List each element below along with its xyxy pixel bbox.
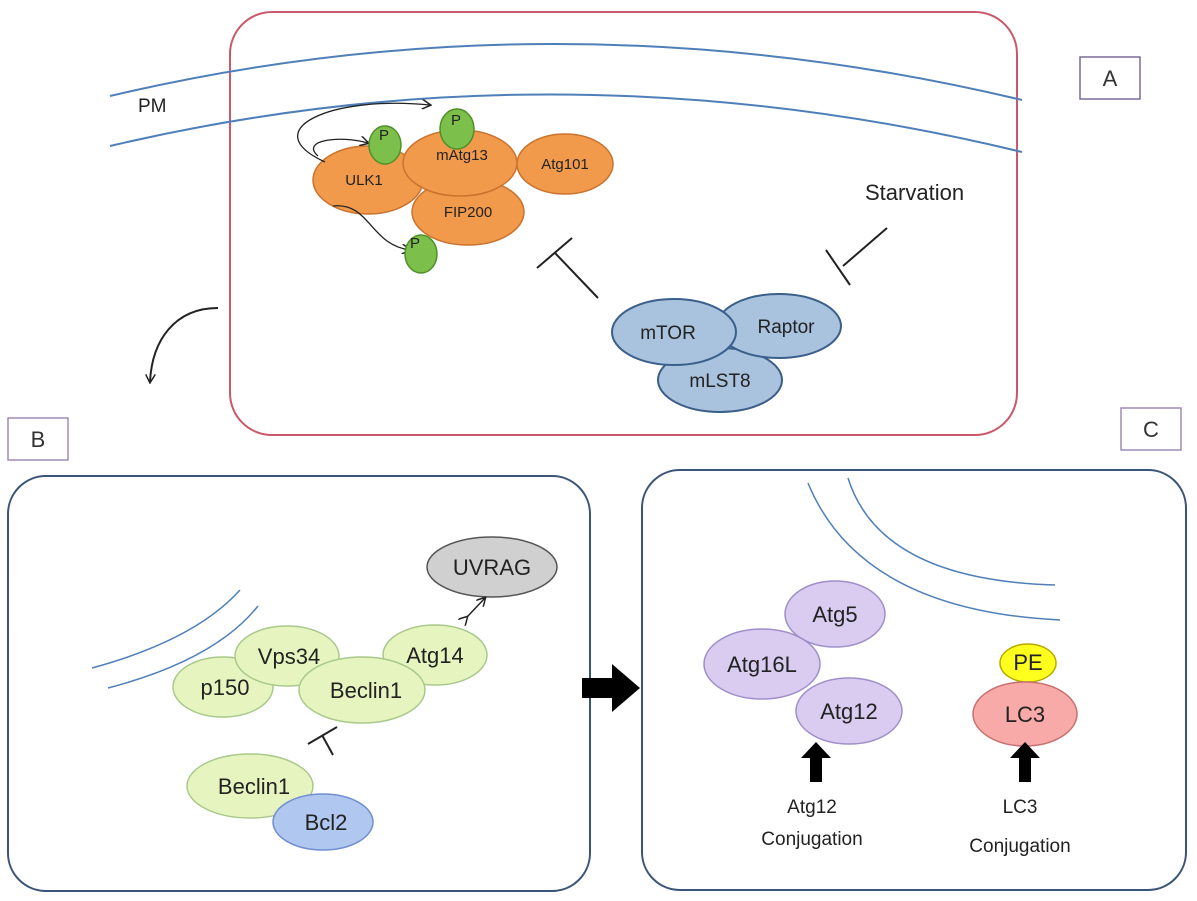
uvrag-atg14-exchange-arrow [467, 598, 485, 617]
bcl2-label: Bcl2 [305, 810, 348, 835]
panel-c-label: C [1143, 417, 1159, 442]
atg12-conjugation-caption-line1: Atg12 [787, 797, 837, 818]
uvrag-protein [426, 536, 558, 598]
panel-a-to-b-arrow [150, 307, 219, 382]
bcl2-protein [272, 793, 374, 851]
autophagosome-membrane-inner [847, 477, 1056, 586]
lc3-conjugation-arrow [1010, 742, 1040, 782]
uvrag-label: UVRAG [453, 555, 531, 580]
panel-a: PM A Atg101 FIP200 ULK1 mAtg13 P P P mLS… [109, 11, 1141, 436]
mtor-protein [611, 298, 737, 366]
phagophore-membrane-inner [107, 605, 259, 689]
raptor-label: Raptor [757, 317, 815, 338]
bcl2-inhibits-beclin1-line [321, 734, 334, 756]
panel-a-label-box [1079, 56, 1141, 100]
beclin1-bound-label: Beclin1 [218, 774, 290, 799]
panel-b-to-c-arrow [582, 664, 640, 712]
phosphate-ulk1-label: P [379, 127, 389, 144]
lc3-label: LC3 [1005, 702, 1045, 727]
panel-c-frame [641, 469, 1187, 891]
starvation-inhibits-mtor-line [842, 227, 888, 267]
p150-label: p150 [201, 675, 250, 700]
fip200-label: FIP200 [444, 204, 492, 221]
lc3-conjugation-caption-line1: LC3 [1003, 797, 1038, 818]
plasma-membrane-label: PM [138, 96, 167, 117]
atg14-label: Atg14 [406, 643, 464, 668]
panel-c-label-box [1120, 407, 1182, 451]
atg5-protein [784, 580, 886, 648]
beclin1-complex-label: Beclin1 [330, 678, 402, 703]
ulk1-autophosphorylation-arrow-inner [312, 139, 368, 157]
plasma-membrane-inner [109, 93, 1023, 153]
mtor-inhibits-ulk-line [554, 252, 599, 299]
panel-a-frame [229, 11, 1018, 436]
atg5-label: Atg5 [812, 602, 857, 627]
phosphate-matg13 [439, 108, 475, 150]
starvation-label: Starvation [865, 180, 964, 205]
starvation-inhibits-mtor-bar [825, 249, 851, 286]
atg12-conjugation-caption-line2: Conjugation [761, 829, 862, 850]
mtor-inhibits-ulk-bar [536, 237, 573, 269]
phosphate-matg13-label: P [451, 112, 461, 129]
atg12-label: Atg12 [820, 699, 878, 724]
beclin1-bound-protein [186, 753, 314, 819]
beclin1-complex-protein [298, 656, 426, 724]
atg12-conjugation-arrow [801, 742, 831, 782]
phosphate-fip200-label: P [410, 235, 420, 252]
fip200-phosphorylation-arrow [332, 205, 410, 250]
vps34-label: Vps34 [258, 644, 320, 669]
panel-b-label-box [7, 417, 69, 461]
atg12-protein [795, 677, 903, 745]
phosphate-fip200 [404, 234, 438, 274]
mlst8-label: mLST8 [689, 371, 750, 392]
matg13-label: mAtg13 [436, 147, 488, 164]
plasma-membrane-outer [109, 42, 1023, 101]
ulk1-autophosphorylation-arrow-outer [297, 103, 430, 163]
pe-label: PE [1013, 650, 1042, 675]
bcl2-inhibits-beclin1-bar [307, 726, 338, 745]
lc3-conjugation-caption-line2: Conjugation [969, 836, 1070, 857]
autophagosome-membrane-outer [807, 482, 1061, 621]
phosphate-ulk1 [368, 125, 402, 165]
atg16l-label: Atg16L [727, 652, 797, 677]
phagophore-membrane-outer [91, 589, 241, 669]
mtor-label: mTOR [640, 323, 696, 344]
atg101-label: Atg101 [541, 156, 589, 173]
atg16l-protein [703, 628, 821, 700]
ulk1-label: ULK1 [345, 172, 383, 189]
panel-b-label: B [31, 427, 46, 452]
panel-b: B UVRAG p150 Vps34 Atg14 Beclin1 Beclin1… [7, 417, 591, 892]
panel-c: C Atg5 Atg12 Atg16L PE LC3 Atg12 Conjuga… [641, 407, 1187, 891]
panel-a-label: A [1103, 66, 1118, 91]
